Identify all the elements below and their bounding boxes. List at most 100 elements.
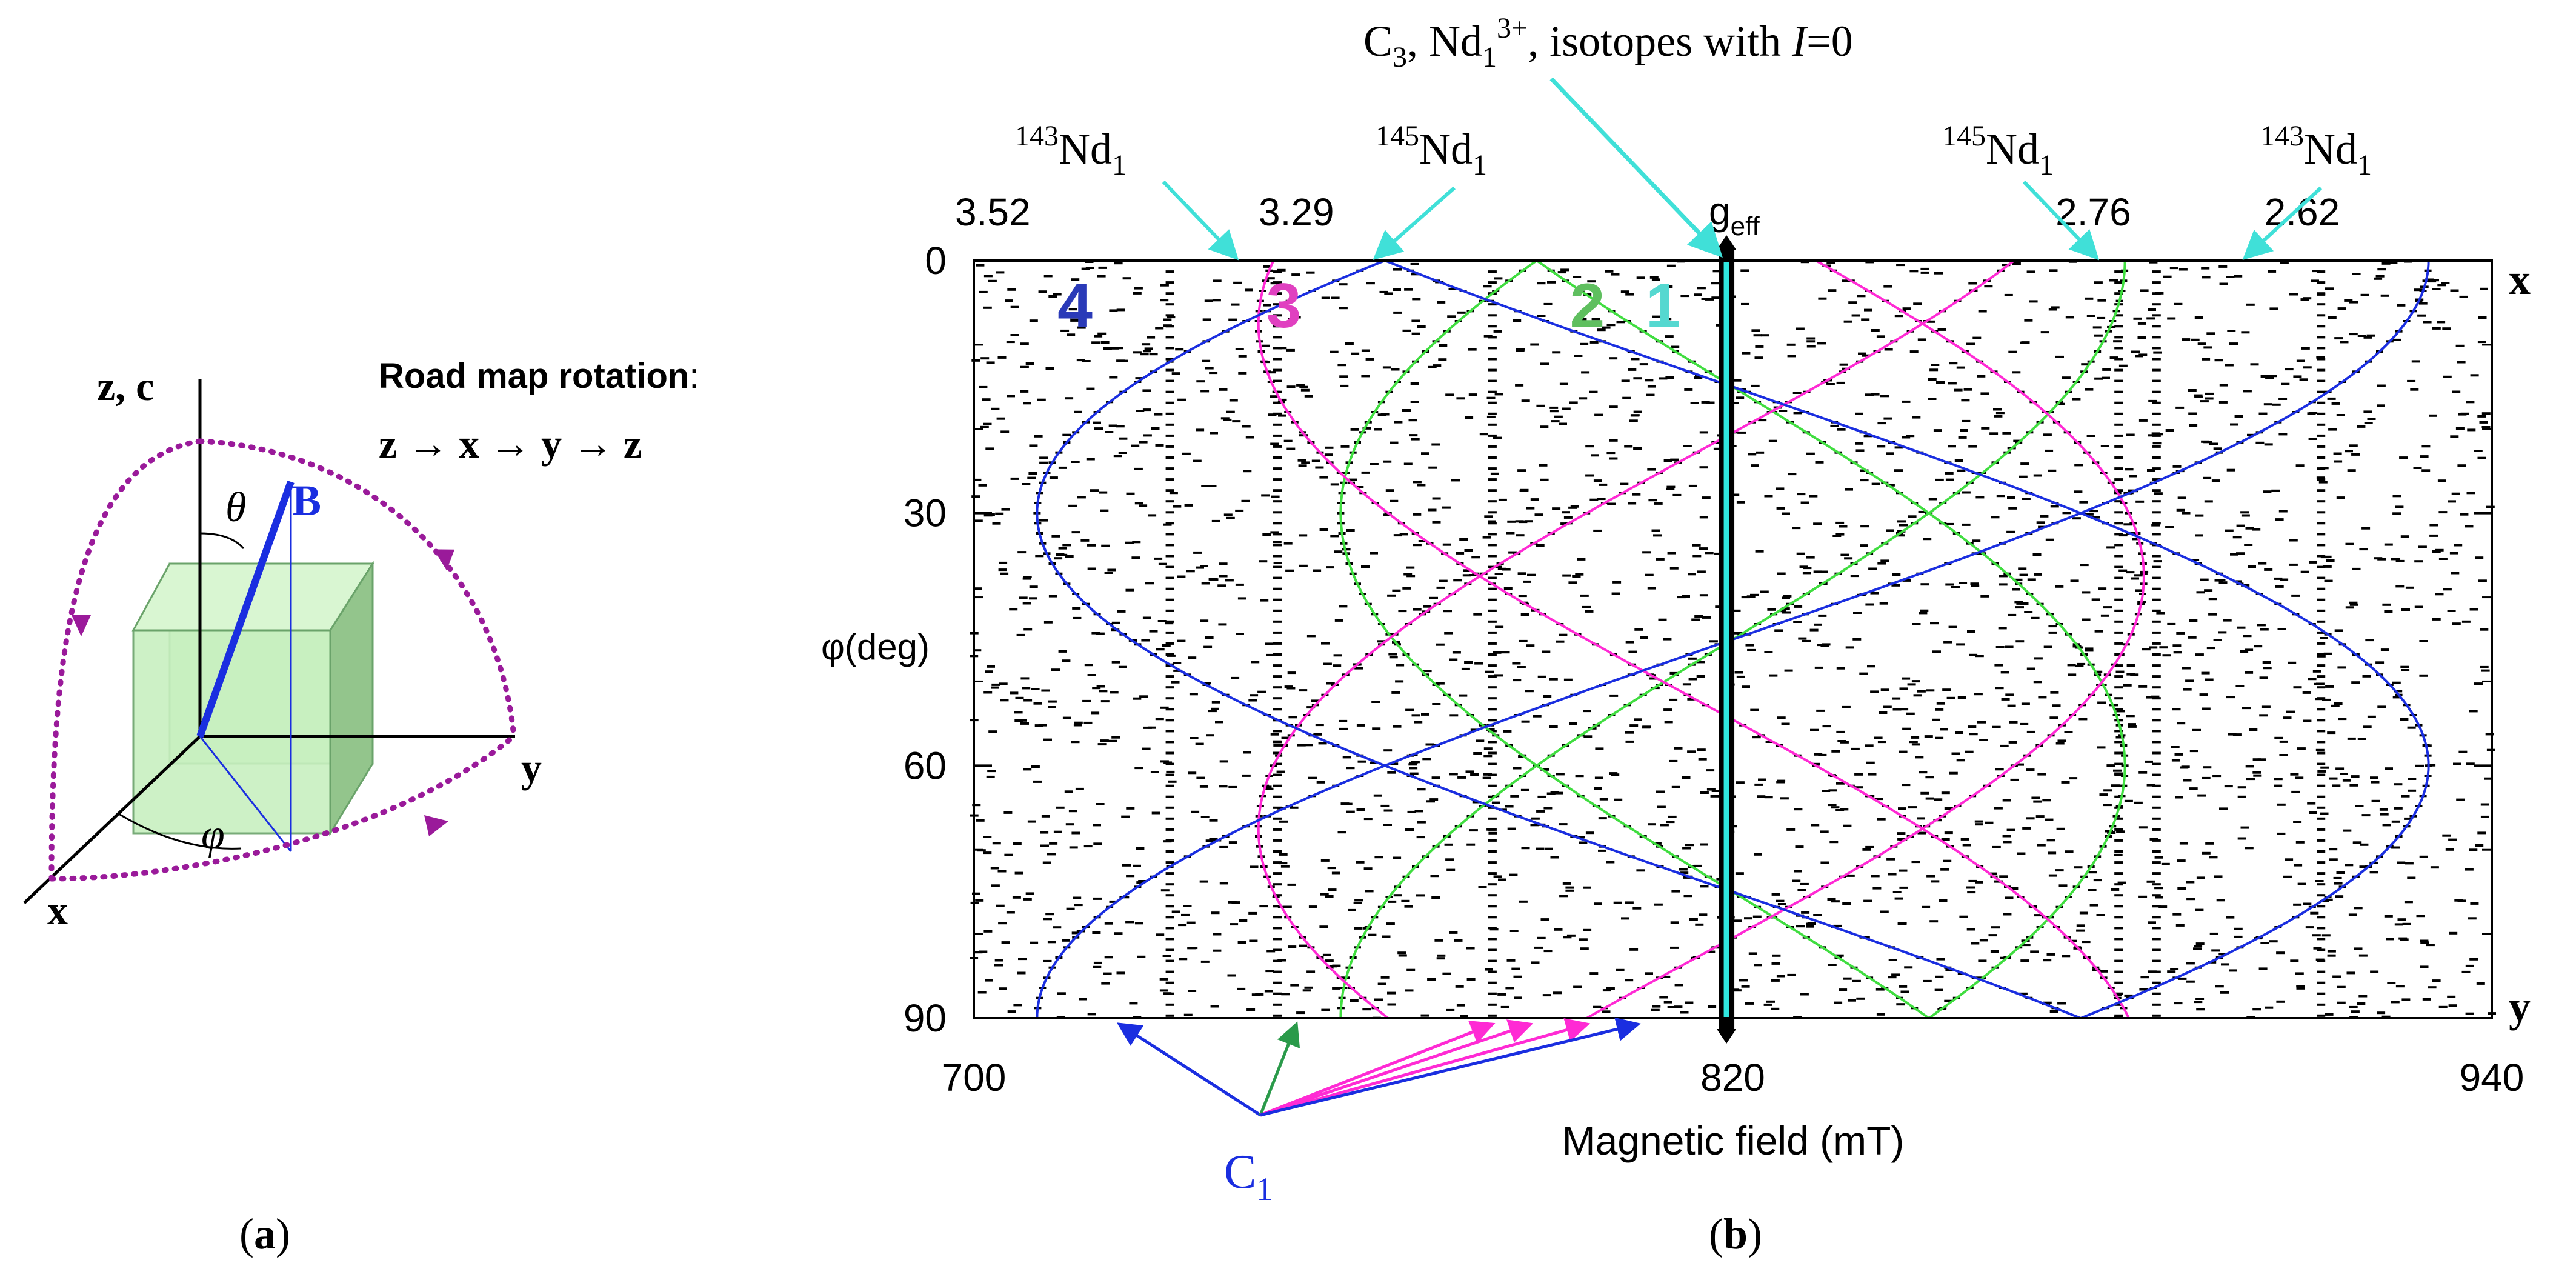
resonance-dot xyxy=(2429,534,2438,537)
isotope-dot xyxy=(1165,598,1174,601)
resonance-dot xyxy=(1288,318,1297,321)
resonance-dot xyxy=(1556,773,1565,776)
resonance-dot xyxy=(2135,500,2145,503)
resonance-dot xyxy=(973,478,982,481)
resonance-dot xyxy=(1831,750,1840,753)
resonance-dot xyxy=(1876,335,1885,338)
isotope-dot xyxy=(1165,905,1174,908)
isotope-dot xyxy=(1488,423,1497,426)
resonance-dot xyxy=(1213,279,1222,282)
isotope-dot xyxy=(1273,927,1282,930)
resonance-dot xyxy=(2281,382,2290,385)
resonance-dot xyxy=(1428,466,1437,469)
resonance-dot xyxy=(1521,399,1530,402)
resonance-dot xyxy=(1100,509,1109,512)
resonance-dot xyxy=(1393,856,1402,859)
resonance-dot xyxy=(1493,436,1502,439)
isotope-dot xyxy=(1165,292,1174,295)
resonance-dot xyxy=(2452,390,2461,393)
resonance-dot xyxy=(1121,815,1130,818)
isotope-dot xyxy=(2114,368,2123,372)
resonance-dot xyxy=(1020,365,1029,368)
resonance-dot xyxy=(1201,582,1210,585)
resonance-dot xyxy=(1748,952,1757,955)
resonance-dot xyxy=(1977,375,1986,378)
resonance-dot xyxy=(2106,546,2115,549)
resonance-dot xyxy=(2114,772,2123,775)
resonance-dot xyxy=(2214,359,2223,362)
resonance-dot xyxy=(1043,275,1053,278)
resonance-dot xyxy=(1995,687,2004,690)
resonance-dot xyxy=(2352,567,2361,570)
resonance-dot xyxy=(1301,461,1310,464)
resonance-dot xyxy=(1083,845,1093,848)
resonance-dot xyxy=(1321,642,1330,645)
resonance-dot xyxy=(2183,688,2192,691)
resonance-dot xyxy=(1093,824,1101,827)
resonance-dot xyxy=(1647,468,1656,471)
resonance-dot xyxy=(2100,445,2109,447)
resonance-dot xyxy=(1365,358,1374,361)
resonance-dot xyxy=(2465,525,2474,528)
resonance-dot xyxy=(1007,1010,1016,1013)
resonance-dot xyxy=(1886,452,1894,455)
resonance-dot xyxy=(1809,495,1818,498)
resonance-dot xyxy=(1654,502,1663,505)
resonance-dot xyxy=(1607,502,1616,505)
resonance-dot xyxy=(2068,939,2077,942)
resonance-dot xyxy=(1059,553,1068,556)
resonance-dot xyxy=(2012,371,2021,374)
resonance-dot xyxy=(1814,666,1823,669)
resonance-dot xyxy=(2455,427,2465,430)
resonance-dot xyxy=(1668,815,1677,818)
isotope-dot xyxy=(2114,325,2123,328)
resonance-dot xyxy=(2033,474,2042,477)
resonance-dot xyxy=(1158,562,1167,565)
isotope-dot xyxy=(2114,565,2123,568)
resonance-dot xyxy=(1563,678,1573,681)
resonance-dot xyxy=(2466,492,2475,495)
resonance-dot xyxy=(1642,726,1651,729)
resonance-dot xyxy=(1923,538,1932,541)
resonance-dot xyxy=(1319,925,1328,928)
resonance-dot xyxy=(2106,764,2115,767)
resonance-dot xyxy=(2085,647,2094,650)
resonance-dot xyxy=(2097,316,2106,319)
resonance-dot xyxy=(2401,998,2411,1001)
site-label-4: 4 xyxy=(1057,271,1093,341)
resonance-dot xyxy=(1099,690,1108,693)
resonance-dot xyxy=(2359,865,2368,868)
resonance-dot xyxy=(2432,327,2441,330)
resonance-dot xyxy=(2351,453,2360,456)
resonance-dot xyxy=(2027,578,2036,581)
isotope-dot xyxy=(2152,270,2161,273)
resonance-dot xyxy=(2391,820,2400,823)
resonance-dot xyxy=(1549,406,1559,409)
c1-arrow xyxy=(1260,1017,1641,1117)
resonance-dot xyxy=(1016,633,1025,636)
isotope-dot xyxy=(2317,434,2326,437)
resonance-dot xyxy=(1706,401,1715,404)
isotope-dot xyxy=(2114,970,2123,973)
resonance-dot xyxy=(1948,445,1956,448)
resonance-dot xyxy=(1409,761,1418,764)
resonance-dot xyxy=(1606,324,1616,327)
resonance-dot xyxy=(1048,295,1057,298)
y-tick-label: 0 xyxy=(925,239,947,282)
resonance-dot xyxy=(2370,776,2378,779)
resonance-dot xyxy=(1792,392,1802,394)
isotope-dot xyxy=(1488,872,1497,875)
resonance-dot xyxy=(2427,764,2436,767)
resonance-dot xyxy=(2358,954,2368,957)
resonance-dot xyxy=(1235,583,1244,586)
resonance-dot xyxy=(1892,697,1901,700)
resonance-dot xyxy=(2428,280,2437,283)
resonance-dot xyxy=(1137,955,1146,958)
resonance-dot xyxy=(1017,971,1026,975)
resonance-dot xyxy=(1930,622,1939,625)
resonance-dot xyxy=(2202,776,2211,779)
resonance-dot xyxy=(1212,299,1221,302)
resonance-dot xyxy=(1135,377,1144,380)
resonance-dot xyxy=(1776,781,1785,784)
resonance-dot xyxy=(1483,773,1492,776)
